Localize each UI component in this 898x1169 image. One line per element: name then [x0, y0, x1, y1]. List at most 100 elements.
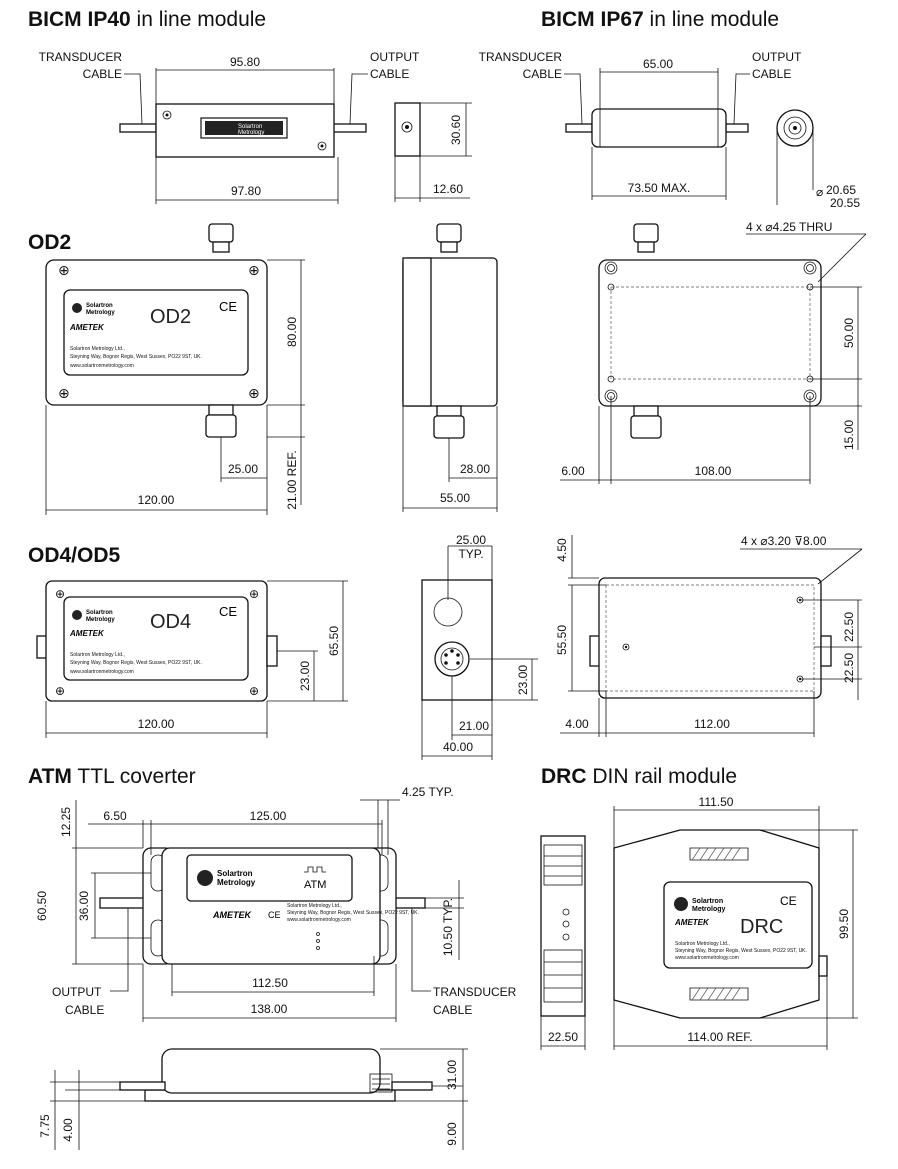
- atm-side-view: 31.00 7.75 4.00 9.00: [38, 1048, 468, 1150]
- svg-text:65.00: 65.00: [643, 57, 673, 71]
- svg-text:22.50: 22.50: [548, 1030, 578, 1044]
- svg-text:73.50 MAX.: 73.50 MAX.: [628, 181, 691, 195]
- svg-text:21.00 REF.: 21.00 REF.: [285, 450, 299, 509]
- svg-text:125.00: 125.00: [250, 809, 287, 823]
- svg-text:Solartron Metrology Ltd.,: Solartron Metrology Ltd.,: [287, 903, 342, 909]
- svg-text:OUTPUT: OUTPUT: [752, 50, 802, 64]
- svg-text:10.50 TYP.: 10.50 TYP.: [441, 898, 455, 956]
- bicm-ip40-side-view: 30.60 12.60: [394, 102, 472, 202]
- svg-text:AMETEK: AMETEK: [212, 910, 253, 920]
- transducer-cable-label-2: CABLE: [83, 67, 122, 81]
- svg-text:12.25: 12.25: [59, 807, 73, 837]
- svg-text:36.00: 36.00: [77, 891, 91, 921]
- svg-text:20.55: 20.55: [830, 196, 860, 210]
- svg-text:CABLE: CABLE: [65, 1003, 104, 1017]
- svg-text:CE: CE: [268, 910, 281, 920]
- svg-text:Solartron: Solartron: [238, 124, 262, 130]
- drc-end-view: 22.50: [540, 835, 586, 1050]
- svg-text:⊕: ⊕: [249, 587, 259, 601]
- svg-text:Metrology: Metrology: [692, 906, 726, 913]
- svg-text:22.50: 22.50: [842, 612, 856, 642]
- svg-text:OD4: OD4: [150, 611, 191, 633]
- bicm-ip67-front-view: TRANSDUCER CABLE OUTPUT CABLE 65.00 73.5…: [479, 50, 802, 200]
- svg-text:4 x ⌀3.20 ⊽8.00: 4 x ⌀3.20 ⊽8.00: [741, 534, 827, 548]
- svg-text:www.solartronmetrology.com: www.solartronmetrology.com: [287, 917, 351, 923]
- svg-text:TRANSDUCER: TRANSDUCER: [479, 50, 563, 64]
- svg-text:4.00: 4.00: [565, 717, 589, 731]
- svg-text:⊕: ⊕: [58, 386, 70, 402]
- svg-text:⊕: ⊕: [249, 684, 259, 698]
- svg-text:25.00: 25.00: [456, 533, 486, 547]
- title-od2: OD2: [28, 231, 72, 254]
- svg-text:www.solartronmetrology.com: www.solartronmetrology.com: [70, 669, 134, 675]
- svg-text:112.00: 112.00: [694, 717, 730, 731]
- svg-text:DRC: DRC: [740, 916, 783, 938]
- svg-text:60.50: 60.50: [35, 891, 49, 921]
- svg-text:AMETEK: AMETEK: [69, 323, 105, 332]
- svg-text:AMETEK: AMETEK: [69, 629, 105, 638]
- transducer-cable: [119, 123, 157, 133]
- svg-text:25.00: 25.00: [228, 462, 258, 476]
- svg-text:99.50: 99.50: [837, 909, 851, 939]
- svg-text:55.00: 55.00: [440, 491, 470, 505]
- svg-text:⊕: ⊕: [55, 587, 65, 601]
- svg-text:7.75: 7.75: [38, 1114, 52, 1138]
- svg-text:20.65: 20.65: [826, 183, 856, 197]
- svg-text:ATM: ATM: [304, 879, 326, 891]
- svg-text:40.00: 40.00: [443, 740, 473, 754]
- svg-text:65.50: 65.50: [327, 626, 341, 656]
- svg-text:Solartron Metrology Ltd.,: Solartron Metrology Ltd.,: [675, 941, 730, 947]
- svg-text:Solartron: Solartron: [692, 898, 723, 905]
- atm-top-view: Solartron Metrology ATM AMETEK CE Solart…: [35, 785, 517, 1022]
- svg-text:Metrology: Metrology: [217, 878, 256, 887]
- drc-front-view: Solartron Metrology AMETEK DRC CE Solart…: [613, 795, 858, 1050]
- svg-text:108.00: 108.00: [695, 464, 732, 478]
- svg-text:50.00: 50.00: [842, 318, 856, 348]
- title-atm: ATM TTL coverter: [28, 765, 196, 788]
- svg-text:23.00: 23.00: [516, 665, 530, 695]
- svg-text:114.00 REF.: 114.00 REF.: [687, 1030, 752, 1044]
- svg-text:CABLE: CABLE: [752, 67, 791, 81]
- svg-text:138.00: 138.00: [251, 1002, 288, 1016]
- od4-back-view: 4 x ⌀3.20 ⊽8.00 4.50 55.50 22.50 22.50 4…: [555, 534, 863, 737]
- svg-text:80.00: 80.00: [285, 317, 299, 347]
- dim-ip40-length: 95.80: [230, 55, 260, 69]
- svg-text:⊕: ⊕: [248, 263, 260, 279]
- svg-text:Metrology: Metrology: [238, 130, 264, 136]
- svg-text:Solartron: Solartron: [217, 869, 253, 878]
- svg-text:⌀: ⌀: [816, 185, 823, 199]
- od4-side-view: 25.00 TYP. 23.00 21.00 40.00: [421, 533, 538, 760]
- svg-text:Steyning Way, Bognor Regis, We: Steyning Way, Bognor Regis, West Sussex,…: [70, 354, 202, 360]
- dim-ip40-total: 97.80: [231, 184, 261, 198]
- svg-text:Steyning Way, Bognor Regis, We: Steyning Way, Bognor Regis, West Sussex,…: [287, 910, 419, 916]
- svg-text:112.50: 112.50: [252, 976, 288, 990]
- svg-text:CE: CE: [219, 604, 237, 619]
- title-drc: DRC DIN rail module: [541, 765, 738, 788]
- svg-text:CE: CE: [219, 299, 237, 314]
- svg-text:21.00: 21.00: [459, 719, 489, 733]
- svg-text:⊕: ⊕: [58, 263, 70, 279]
- svg-text:TRANSDUCER: TRANSDUCER: [433, 985, 517, 999]
- svg-text:4 x ⌀4.25 THRU: 4 x ⌀4.25 THRU: [746, 220, 832, 234]
- svg-text:4.25 TYP.: 4.25 TYP.: [402, 785, 454, 799]
- title-od4: OD4/OD5: [28, 544, 121, 567]
- svg-text:6.00: 6.00: [561, 464, 585, 478]
- od2-side-view: 28.00 55.00: [402, 223, 498, 512]
- svg-text:Solartron: Solartron: [86, 610, 113, 616]
- svg-text:111.50: 111.50: [699, 795, 734, 809]
- svg-text:Solartron Metrology Ltd.,: Solartron Metrology Ltd.,: [70, 346, 125, 352]
- output-cable: [331, 123, 367, 133]
- svg-text:⊕: ⊕: [55, 684, 65, 698]
- svg-text:Steyning Way, Bognor Regis, We: Steyning Way, Bognor Regis, West Sussex,…: [70, 660, 202, 666]
- svg-text:CABLE: CABLE: [523, 67, 562, 81]
- svg-text:TYP.: TYP.: [458, 547, 483, 561]
- svg-text:AMETEK: AMETEK: [674, 918, 710, 927]
- output-cable-label: OUTPUT: [370, 50, 420, 64]
- transducer-cable-label: TRANSDUCER: [39, 50, 123, 64]
- dim-ip40-depth: 12.60: [433, 182, 463, 196]
- bicm-ip40-front-view: TRANSDUCER CABLE OUTPUT CABLE Solartron …: [39, 50, 420, 204]
- title-bicm-ip67: BICM IP67 in line module: [541, 8, 780, 31]
- svg-text:CE: CE: [780, 894, 797, 908]
- svg-text:Metrology: Metrology: [86, 310, 115, 316]
